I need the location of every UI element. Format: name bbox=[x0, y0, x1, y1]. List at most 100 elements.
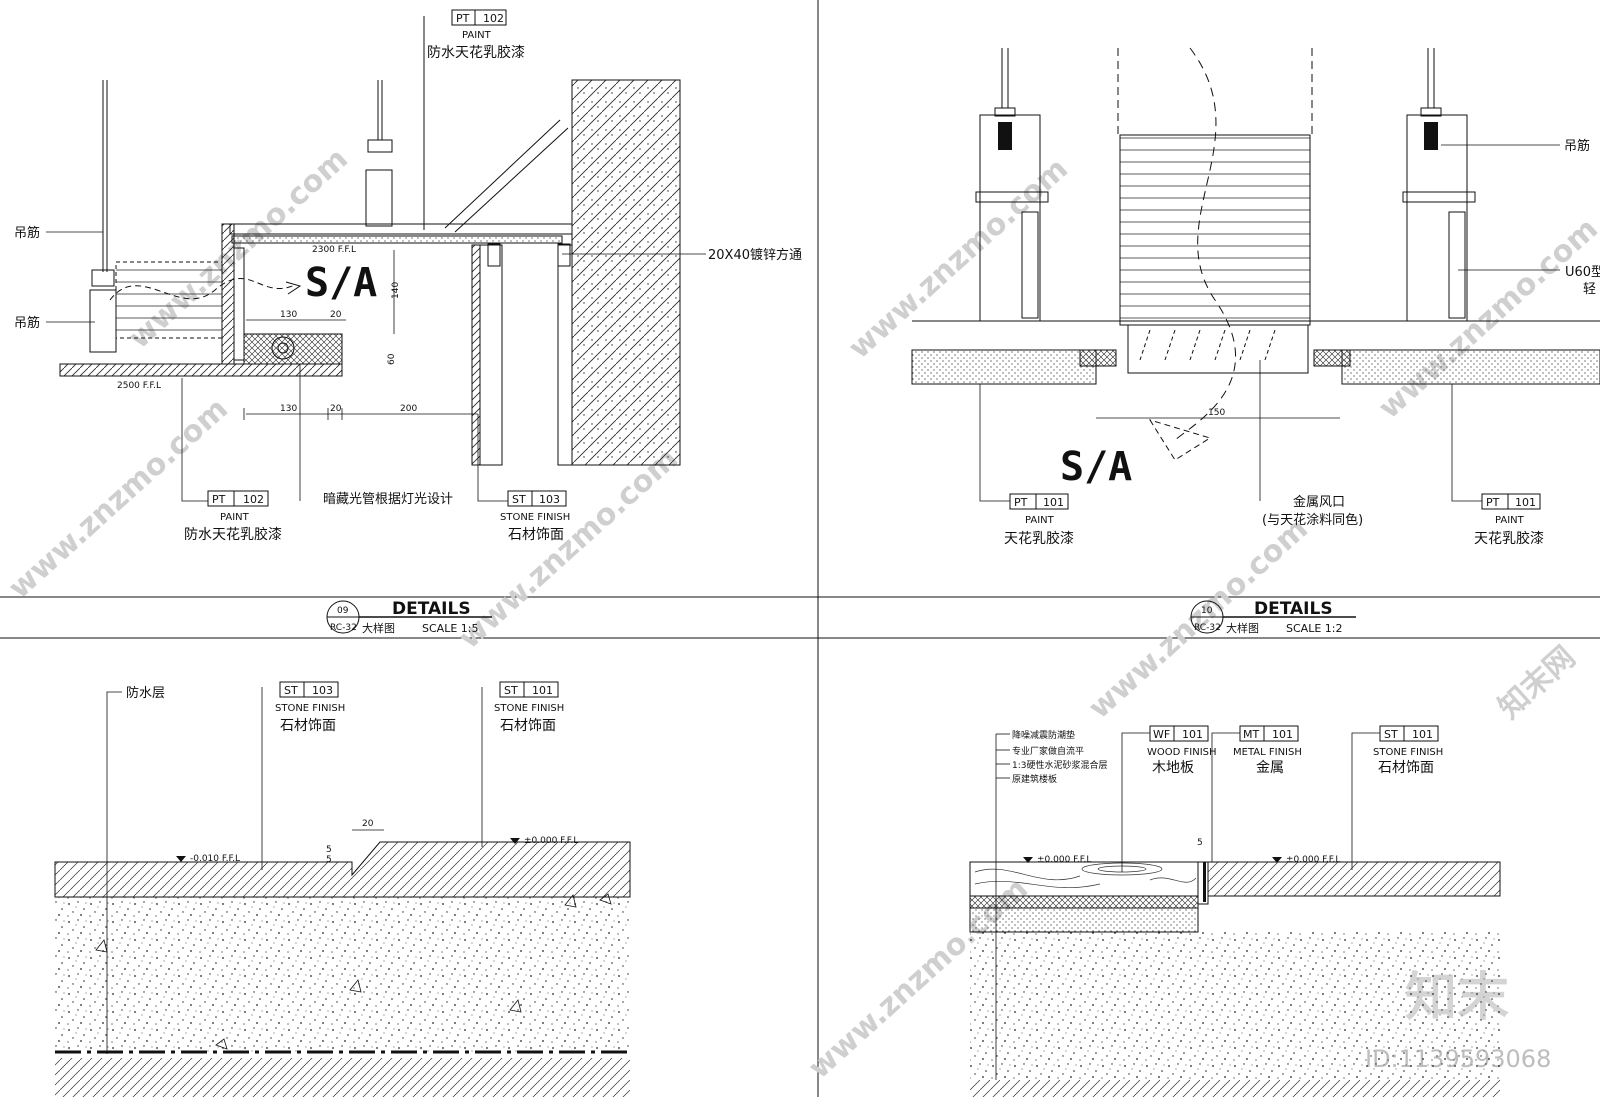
level-mark: 2500 F.F.L bbox=[117, 381, 161, 391]
svg-text:101: 101 bbox=[1182, 728, 1203, 741]
hanger-label: 吊筋 bbox=[1564, 138, 1590, 154]
detail-10: S/A 150 吊筋 U60型 轻 金属风口 (与天花涂料同色) PT 101 … bbox=[911, 47, 1600, 635]
svg-text:10: 10 bbox=[1201, 606, 1213, 616]
ceiling-lower-board bbox=[59, 363, 343, 377]
slab bbox=[55, 1058, 630, 1097]
finish-tag: MT 101 METAL FINISH 金属 bbox=[1233, 725, 1302, 776]
finish-tag: WF 101 WOOD FINISH 木地板 bbox=[1147, 725, 1217, 776]
ceiling-board bbox=[1341, 349, 1600, 385]
finish-tag: ST 103 STONE FINISH 石材饰面 bbox=[500, 490, 570, 543]
keel-label: 轻 bbox=[1583, 282, 1596, 297]
vent-label: 金属风口 bbox=[1293, 494, 1345, 510]
svg-text:101: 101 bbox=[1272, 728, 1293, 741]
detail-floor-wood: ±0.000 F.F.L ±0.000 F.F.L 5 降噪减震防潮垫 专业厂家… bbox=[969, 725, 1501, 1097]
supply-air-label: S/A bbox=[1060, 444, 1132, 490]
supply-air-label: S/A bbox=[305, 260, 377, 306]
svg-text:大样图: 大样图 bbox=[362, 621, 395, 635]
svg-text:102: 102 bbox=[243, 493, 264, 506]
svg-text:STONE FINISH: STONE FINISH bbox=[494, 703, 564, 714]
svg-text:PT: PT bbox=[1014, 496, 1028, 509]
level-mark: ±0.000 F.F.L bbox=[1286, 855, 1340, 865]
svg-text:MT: MT bbox=[1243, 728, 1259, 741]
svg-text:石材饰面: 石材饰面 bbox=[1378, 760, 1434, 776]
ceiling-board bbox=[911, 349, 1097, 385]
watermark-text: www.znzmo.com bbox=[1372, 211, 1600, 426]
svg-text:RC-32: RC-32 bbox=[330, 623, 357, 633]
layer-label: 降噪减震防潮垫 bbox=[1012, 729, 1075, 741]
detail-title: 09 RC-32 DETAILS 大样图 SCALE 1:5 bbox=[326, 599, 492, 635]
slab bbox=[970, 932, 1500, 1080]
level-mark: 2300 F.F.L bbox=[312, 245, 356, 255]
svg-text:石材饰面: 石材饰面 bbox=[280, 718, 336, 734]
svg-text:RC-32: RC-32 bbox=[1194, 623, 1221, 633]
finish-tag: ST 101 STONE FINISH 石材饰面 bbox=[494, 681, 564, 734]
level-mark: ±0.000 F.F.L bbox=[1037, 855, 1091, 865]
finish-tag: PT 102 PAINT 防水天花乳胶漆 bbox=[427, 9, 525, 61]
svg-text:103: 103 bbox=[539, 493, 560, 506]
self-leveling bbox=[969, 907, 1199, 933]
dimension-text: 20 bbox=[330, 404, 342, 414]
flex-duct bbox=[1119, 134, 1311, 326]
hanger-bolt bbox=[994, 107, 1016, 117]
leaders bbox=[106, 687, 483, 1054]
slab-hatch bbox=[970, 1080, 1500, 1097]
svg-text:METAL FINISH: METAL FINISH bbox=[1233, 747, 1302, 758]
finish-tag: PT 102 PAINT 防水天花乳胶漆 bbox=[184, 490, 282, 543]
underlay bbox=[969, 895, 1199, 909]
svg-text:天花乳胶漆: 天花乳胶漆 bbox=[1004, 530, 1074, 547]
svg-text:PT: PT bbox=[1486, 496, 1500, 509]
dimension-text: 140 bbox=[391, 282, 401, 299]
light-label: 暗藏光管根据灯光设计 bbox=[323, 492, 453, 507]
leaders bbox=[979, 144, 1560, 502]
svg-text:102: 102 bbox=[483, 12, 504, 25]
svg-text:大样图: 大样图 bbox=[1226, 621, 1259, 635]
dimension-text: 20 bbox=[330, 310, 342, 320]
dimension-text: 60 bbox=[387, 353, 397, 365]
vent-note: (与天花涂料同色) bbox=[1262, 512, 1363, 528]
svg-text:PAINT: PAINT bbox=[462, 30, 492, 41]
svg-text:ST: ST bbox=[512, 493, 526, 506]
svg-text:103: 103 bbox=[312, 684, 333, 697]
svg-text:PAINT: PAINT bbox=[220, 512, 250, 523]
hanger-bracket bbox=[367, 139, 393, 153]
level-mark: -0.010 F.F.L bbox=[190, 854, 240, 864]
svg-text:STONE FINISH: STONE FINISH bbox=[500, 512, 570, 523]
svg-text:PAINT: PAINT bbox=[1025, 515, 1055, 526]
layer-label: 专业厂家做自流平 bbox=[1012, 745, 1084, 757]
duct-louver bbox=[115, 261, 223, 339]
svg-text:DETAILS: DETAILS bbox=[392, 599, 471, 619]
svg-text:PT: PT bbox=[212, 493, 226, 506]
svg-text:STONE FINISH: STONE FINISH bbox=[275, 703, 345, 714]
svg-text:石材饰面: 石材饰面 bbox=[500, 718, 556, 734]
svg-text:SCALE 1:5: SCALE 1:5 bbox=[422, 622, 478, 635]
light-trough bbox=[221, 223, 235, 365]
svg-text:PT: PT bbox=[456, 12, 470, 25]
wall-section bbox=[571, 79, 681, 466]
svg-text:ST: ST bbox=[284, 684, 298, 697]
hanger-bolt bbox=[1424, 122, 1438, 150]
hanger-label: 吊筋 bbox=[14, 225, 40, 241]
leaders bbox=[995, 732, 1380, 1080]
svg-text:天花乳胶漆: 天花乳胶漆 bbox=[1474, 530, 1544, 547]
light-tube bbox=[271, 336, 295, 360]
waterproof-label: 防水层 bbox=[126, 685, 165, 701]
vent-grille bbox=[1127, 324, 1309, 374]
detail-09: S/A 130 20 140 60 130 20 200 2300 F.F.L … bbox=[14, 9, 802, 635]
leaders bbox=[46, 231, 706, 502]
hanger-label: 吊筋 bbox=[14, 315, 40, 331]
dimension-text: 150 bbox=[1208, 408, 1225, 418]
svg-text:PAINT: PAINT bbox=[1495, 515, 1525, 526]
finish-tag: ST 101 STONE FINISH 石材饰面 bbox=[1373, 725, 1443, 776]
stone-hatch bbox=[471, 244, 481, 466]
screed-layer bbox=[55, 897, 630, 1052]
svg-text:金属: 金属 bbox=[1256, 760, 1284, 776]
svg-text:防水天花乳胶漆: 防水天花乳胶漆 bbox=[184, 526, 282, 543]
keel-label: U60型 bbox=[1565, 265, 1600, 280]
hanger-bracket bbox=[89, 289, 117, 353]
ceiling-plaster bbox=[231, 235, 563, 244]
svg-text:101: 101 bbox=[1412, 728, 1433, 741]
square-tube bbox=[487, 243, 501, 267]
watermark-text: www.znzmo.com bbox=[2, 391, 235, 606]
